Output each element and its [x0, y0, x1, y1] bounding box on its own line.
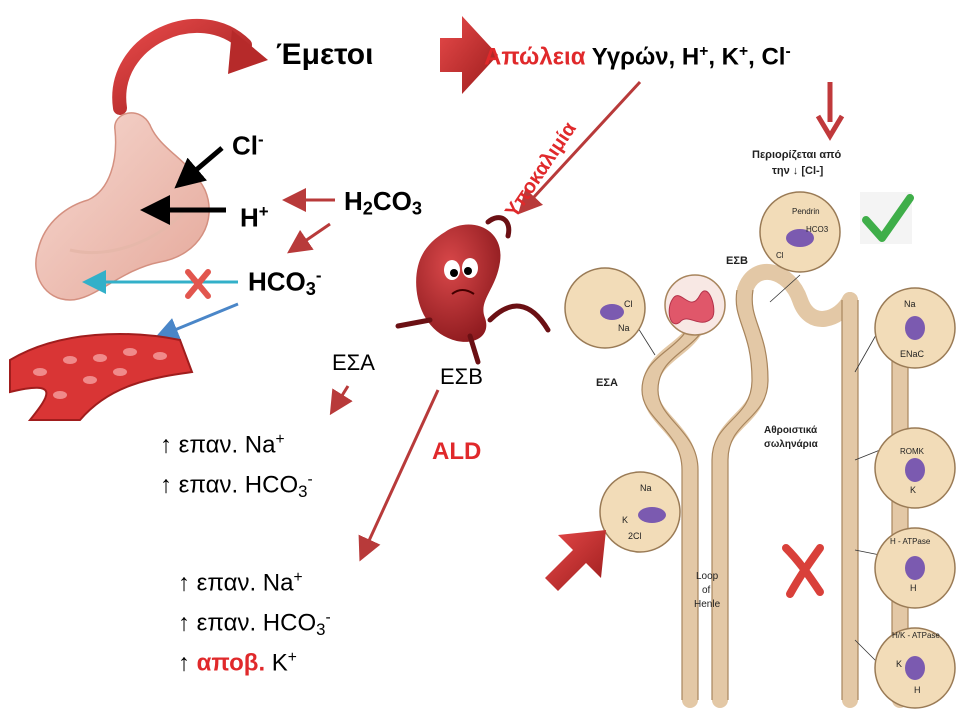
collecting-ducts-line1: Αθροιστικά	[764, 425, 818, 436]
loss-k: , K	[708, 43, 740, 71]
tal-2cl: 2Cl	[628, 531, 642, 541]
nephron-esa-label: ΕΣΑ	[596, 377, 618, 389]
cell-romk	[874, 427, 956, 509]
enac-label: ENaC	[900, 349, 925, 359]
red-x-mark	[782, 544, 824, 598]
h-label: H+	[240, 202, 269, 233]
collecting-ducts-line2: σωληνάρια	[764, 439, 818, 450]
esa-effect-na: ↑ επαν. Na+	[160, 431, 285, 459]
ald-label: ALD	[432, 438, 482, 465]
cell-tal	[599, 471, 681, 553]
cell-h-atpase	[874, 527, 956, 609]
esa-label: ΕΣΑ	[332, 350, 375, 375]
hatpase-h: H	[910, 583, 917, 593]
restricted-note-line2: την ↓ [Cl-]	[772, 165, 824, 177]
stomach-illustration	[35, 112, 210, 301]
arrow-loss-to-kidney	[517, 80, 642, 215]
block-arrow-right	[440, 16, 498, 94]
red-block-arrow	[545, 530, 606, 591]
cl-label: Cl-	[232, 130, 264, 161]
h2co3-label: H2CO3	[344, 186, 423, 219]
blocked-x-mark	[185, 269, 211, 299]
blood-vessel-illustration	[9, 333, 194, 421]
romk-k: K	[910, 485, 917, 495]
pct-na: Na	[618, 323, 630, 333]
romk-label: ROMK	[900, 447, 924, 456]
restricted-note-line1: Περιορίζεται από	[752, 149, 842, 161]
green-check-icon	[860, 192, 914, 244]
vomiting-title: Έμετοι	[276, 38, 374, 71]
esb-effect-na: ↑ επαν. Na+	[178, 569, 303, 597]
down-arrow-to-restriction	[815, 82, 845, 141]
pendrin-cl: Cl	[776, 251, 784, 260]
arrow-h2co3-to-hco3	[287, 222, 331, 254]
esb-label: ΕΣΒ	[440, 364, 483, 389]
nephron-diagram	[545, 191, 956, 709]
cell-pct	[564, 267, 646, 349]
loop-label-3: Henle	[694, 599, 721, 610]
esa-effect-hco3: ↑ επαν. HCO3-	[160, 471, 313, 501]
loop-label-2: of	[702, 585, 711, 596]
arrow-esb-down	[358, 389, 440, 562]
cell-pendrin	[759, 191, 841, 273]
arrow-hco3-to-blood	[154, 302, 239, 341]
cell-enac	[874, 287, 956, 369]
loss-rest: Υγρών, H	[591, 43, 700, 71]
pct-cl: Cl	[624, 299, 633, 309]
nephron-esb-label: ΕΣΒ	[726, 255, 748, 267]
loss-cl: , Cl	[748, 43, 786, 71]
esb-effect-hco3: ↑ επαν. HCO3-	[178, 609, 331, 639]
hkatpase-label: H/K - ATPase	[892, 631, 940, 640]
tal-na: Na	[640, 483, 652, 493]
loop-label-1: Loop	[696, 571, 719, 582]
enac-na: Na	[904, 299, 916, 309]
hco3-label: HCO3-	[248, 266, 322, 299]
curved-vomiting-arrow	[112, 18, 268, 115]
arrow-esa-down	[329, 385, 353, 416]
hkatpase-h: H	[914, 685, 921, 695]
pendrin-label: Pendrin	[792, 207, 820, 216]
loss-line: Απώλεια Υγρών, H+, K+, Cl-	[484, 43, 791, 71]
esb-effect-k: ↑ αποβ. K+	[178, 649, 297, 677]
cl-arrow	[174, 146, 224, 189]
tal-k: K	[622, 515, 629, 525]
hatpase-label: H - ATPase	[890, 537, 931, 546]
loss-label: Απώλεια	[484, 43, 586, 71]
pendrin-hco3: HCO3	[806, 225, 829, 234]
sad-kidney-character	[395, 215, 551, 365]
hkatpase-k: K	[896, 659, 903, 669]
cell-hk-atpase	[874, 627, 956, 709]
